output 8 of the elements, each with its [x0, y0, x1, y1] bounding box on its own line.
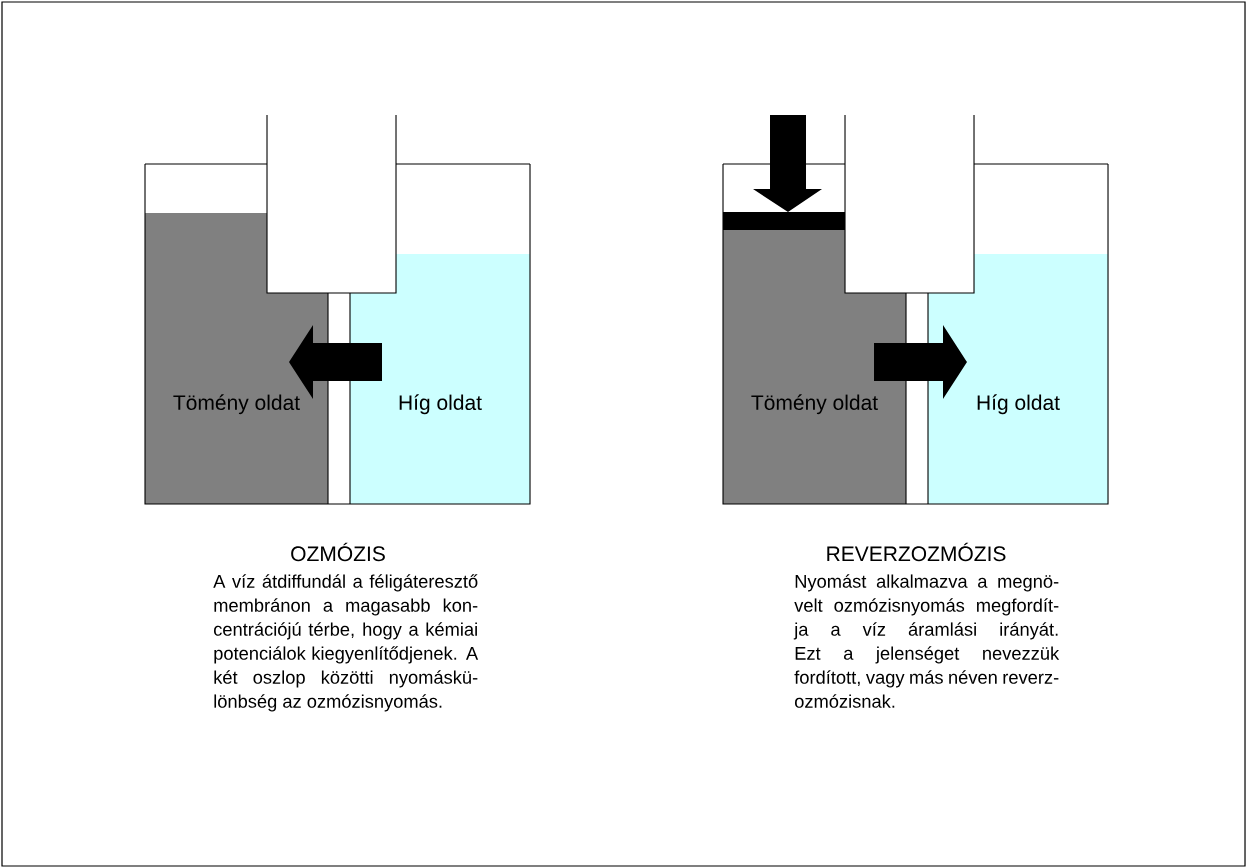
description-text: Nyomást alkalmazva a megnö-velt ozmózisnyomás megfordít-ja a víz áramlási irányát. Ezt a jelenséget nevezzük fordított, vagy más néven reverz-ozmózisnak.: [793, 574, 1060, 708]
node-label: Híg oldat: [399, 394, 482, 415]
node-label: Tömény oldat: [751, 394, 878, 415]
description-text: A víz átdiffundál a féligáteresztő membránon a magasabb kon-centrációjú térbe, hogy a kémiai potenciálok kiegyenlítődjenek. A két oszlop közötti nyomáskü-lönbség az ozmózisnyomás.: [213, 574, 479, 712]
node-label: Híg oldat: [977, 394, 1060, 415]
caption: REVERZOZMÓZIS: [827, 542, 1006, 562]
node-label: Tömény oldat: [173, 394, 300, 415]
caption: OZMÓZIS: [291, 542, 385, 562]
